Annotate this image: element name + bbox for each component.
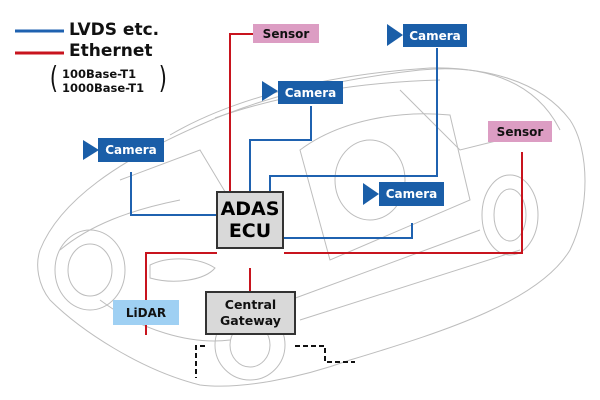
gateway-external-links — [195, 345, 355, 378]
camera-front-box: Camera — [98, 138, 164, 162]
central-gateway-box: Central Gateway — [205, 291, 296, 335]
car-outline-sketch — [37, 67, 586, 387]
lvds-link-camera-side-right — [284, 223, 413, 239]
ethernet-link-sensor-top — [229, 33, 253, 211]
lvds-links — [130, 48, 438, 239]
legend-ethernet-variants: 100Base-T1 1000Base-T1 — [62, 67, 144, 95]
camera-side-right-box: Camera — [379, 182, 444, 206]
lvds-link-camera-front — [130, 172, 217, 216]
legend-variant-1000base: 1000Base-T1 — [62, 81, 145, 95]
sensor-top-box: Sensor — [253, 24, 319, 43]
legend-lvds-label: LVDS etc. — [69, 20, 160, 40]
camera-icon — [262, 81, 278, 101]
gateway-link-left — [195, 345, 205, 378]
central-gateway-label-line2: Gateway — [220, 313, 281, 328]
legend-variant-100base: 100Base-T1 — [62, 67, 137, 81]
lidar-box: LiDAR — [113, 300, 179, 325]
adas-ecu-label-line2: ECU — [228, 220, 272, 242]
sensor-right-box: Sensor — [488, 121, 552, 142]
camera-icon — [387, 24, 403, 46]
legend-paren-close: ) — [158, 61, 167, 96]
camera-icon — [363, 183, 379, 205]
camera-top-right-box: Camera — [403, 24, 467, 47]
lvds-link-camera-upper-mid — [249, 106, 312, 211]
gateway-link-right — [295, 345, 355, 363]
legend-ethernet-label: Ethernet — [69, 41, 153, 61]
adas-ecu-label-line1: ADAS — [220, 198, 280, 220]
central-gateway-label-line1: Central — [224, 297, 277, 312]
adas-ecu-box: ADAS ECU — [216, 191, 284, 249]
camera-icon — [83, 140, 99, 160]
legend-paren-open: ( — [49, 61, 58, 96]
camera-upper-mid-box: Camera — [278, 81, 343, 104]
ethernet-link-sensor-right — [284, 152, 523, 254]
